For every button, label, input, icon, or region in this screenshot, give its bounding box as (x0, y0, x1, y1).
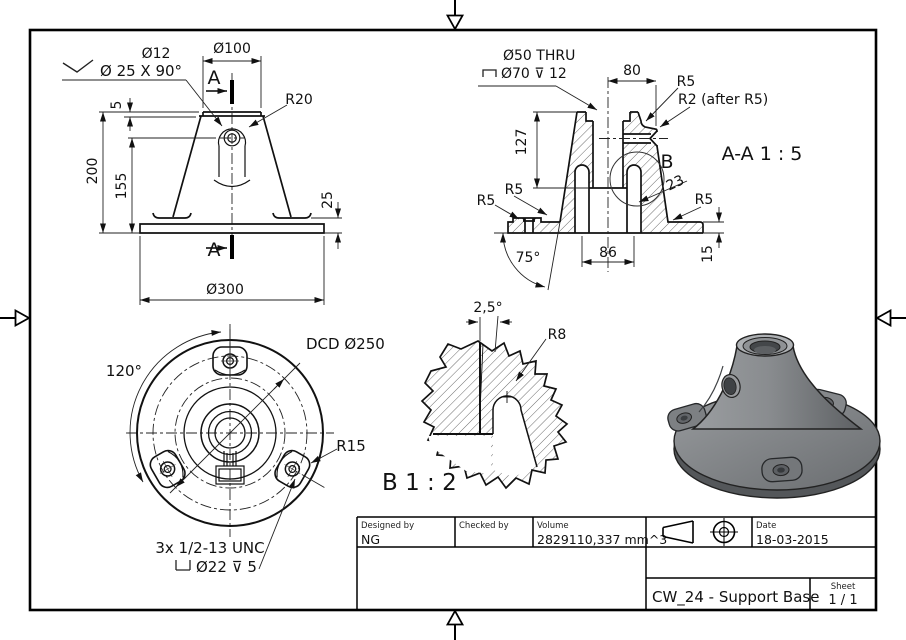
date-label: Date (756, 521, 776, 531)
dim-25: 25 (320, 191, 336, 209)
sheet-label: Sheet (831, 582, 856, 592)
detail-letter-b: B (660, 151, 673, 173)
dcd-note: DCD Ø250 (306, 335, 385, 353)
designed-by-value: NG (361, 532, 380, 547)
dim-86: 86 (599, 245, 617, 261)
section-line-a (206, 80, 234, 259)
thru-note: Ø50 THRU (503, 48, 575, 64)
cbore-note: Ø70 ⊽ 12 (501, 66, 567, 82)
iso-view (667, 333, 881, 499)
front-view: Ø12 Ø 25 X 90° Ø100 A A R20 5 200 155 25… (62, 41, 342, 305)
detail-angle: 2,5° (473, 300, 502, 316)
thread-note: 3x 1/2-13 UNC (155, 539, 264, 557)
dim-15: 15 (700, 245, 716, 263)
detail-b-circle (609, 151, 665, 207)
dim-r15: R15 (336, 437, 366, 455)
centering-mark-left (0, 308, 31, 328)
section-view: Ø50 THRU Ø70 ⊽ 12 80 R5 R2 (after R5) A-… (477, 48, 803, 291)
centering-mark-right (875, 308, 906, 328)
iso-lug-front (761, 456, 803, 483)
dim-dia300: Ø300 (206, 282, 244, 298)
projection-symbol-icon (662, 518, 738, 546)
checked-by-label: Checked by (459, 521, 509, 531)
dim-155: 155 (114, 173, 130, 200)
dim-127: 127 (514, 129, 530, 156)
dim-5: 5 (109, 101, 125, 110)
sheet-number: 1 / 1 (828, 593, 857, 608)
r5-right: R5 (695, 192, 714, 208)
dim-80: 80 (623, 63, 641, 79)
dim-200: 200 (85, 158, 101, 185)
title-block: Designed by NG Checked by Volume 2829110… (356, 516, 876, 610)
angle-120: 120° (106, 362, 142, 380)
angle-75: 75° (516, 250, 541, 266)
detail-view: 2,5° R8 B 1 : 2 (382, 300, 569, 496)
r2-note: R2 (after R5) (678, 92, 768, 108)
volume-value: 2829110,337 mm^3 (537, 532, 667, 547)
r5-mid: R5 (505, 182, 524, 198)
dim-r8: R8 (548, 327, 567, 343)
centering-mark-bottom (445, 609, 465, 640)
iso-lug-left (667, 402, 707, 432)
plan-view: 120° DCD Ø250 R15 3x 1/2-13 UNC Ø22 ⊽ 5 (106, 324, 385, 576)
section-title: A-A 1 : 5 (722, 143, 803, 165)
detail-title: B 1 : 2 (382, 470, 457, 496)
section-letter-top: A (208, 67, 221, 89)
part-title: CW_24 - Support Base (652, 588, 819, 607)
centering-mark-top (445, 0, 465, 31)
dim-dia100: Ø100 (213, 41, 251, 57)
dim-dia12: Ø12 (142, 46, 171, 62)
countersink-note: Ø 25 X 90° (100, 62, 182, 80)
section-letter-bottom: A (208, 239, 221, 261)
date-value: 18-03-2015 (756, 532, 829, 547)
iso-cone (690, 345, 864, 430)
dim-r20: R20 (285, 92, 313, 108)
r5-top: R5 (677, 74, 696, 90)
designed-by-label: Designed by (361, 521, 414, 531)
dim-23: 23 (664, 172, 687, 194)
iso-side-hole (721, 373, 741, 399)
r5-left: R5 (477, 193, 496, 209)
volume-label: Volume (537, 521, 569, 531)
plan-cbore-note: Ø22 ⊽ 5 (196, 558, 257, 576)
